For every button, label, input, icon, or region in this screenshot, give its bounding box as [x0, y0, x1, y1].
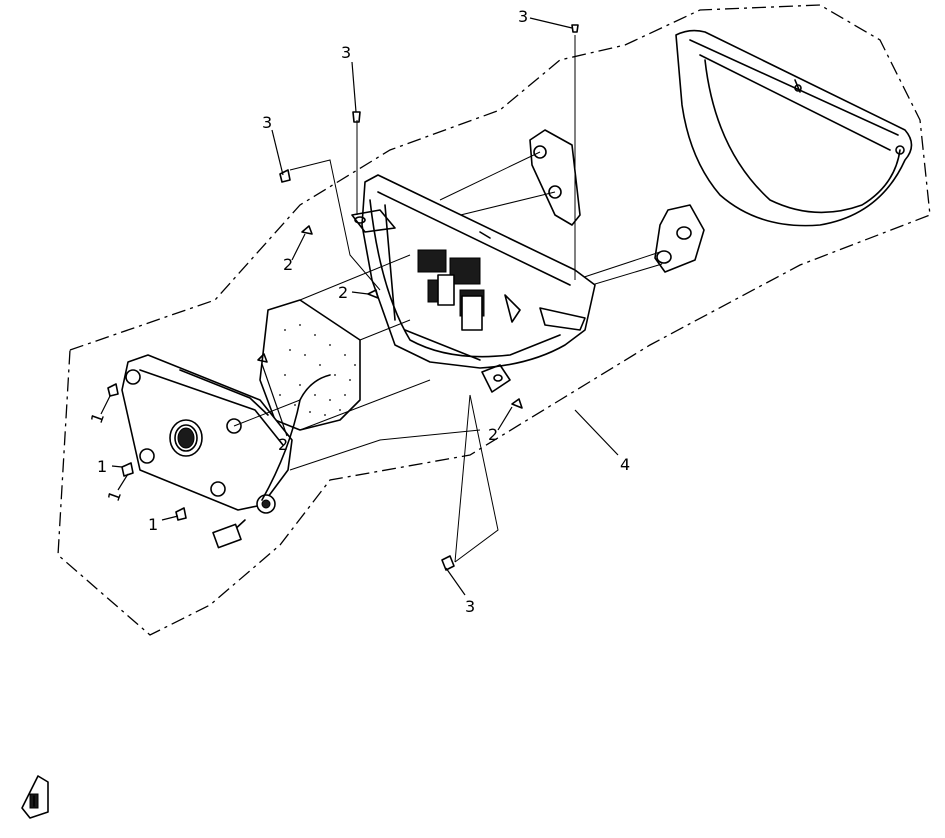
lens-shell: [675, 29, 913, 227]
callout-2: 2: [278, 435, 288, 454]
callout-3: 3: [341, 43, 351, 62]
callout-2: 2: [488, 425, 498, 444]
callout-3: 3: [465, 597, 475, 616]
callout-leaders: [100, 17, 619, 596]
cover-outline: [57, 4, 931, 636]
callout-1: 1: [97, 457, 107, 476]
callout-1: 1: [148, 515, 158, 534]
callout-1: 1: [87, 410, 108, 426]
callout-3: 3: [518, 7, 528, 26]
small-bolts: [107, 383, 187, 521]
screw-bottom: [441, 555, 455, 571]
callout-1: 1: [104, 488, 125, 504]
upper-bracket: [439, 129, 581, 226]
callout-2: 2: [283, 255, 293, 274]
corner-logo-mark: [21, 775, 49, 819]
small-screws: [257, 225, 523, 409]
headlamp-housing: [351, 174, 596, 393]
screw-left: [279, 169, 291, 183]
gasket-box: [259, 299, 361, 431]
screw-upper-left: [352, 111, 361, 123]
callout-2: 2: [338, 283, 348, 302]
screw-top: [571, 24, 579, 33]
back-plate: [121, 354, 331, 549]
callout-4: 4: [620, 455, 630, 474]
callout-3: 3: [262, 113, 272, 132]
projection-lines: [233, 35, 576, 563]
